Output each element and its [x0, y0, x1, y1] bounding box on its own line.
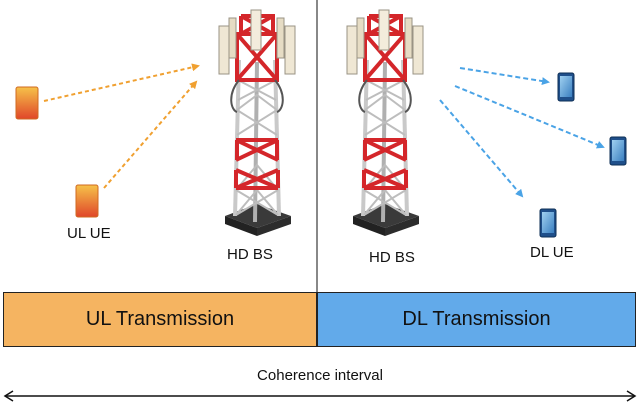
ul-phone-icon: [75, 184, 99, 218]
hd-bs-right-label: HD BS: [369, 249, 415, 266]
ul-transmission-bar: UL Transmission: [3, 292, 317, 347]
coherence-interval-label: Coherence interval: [257, 367, 383, 384]
dl-ue-label: DL UE: [530, 244, 574, 261]
ul-transmission-label: UL Transmission: [85, 308, 235, 330]
dl-transmission-label: DL Transmission: [402, 308, 551, 330]
dl-arrow: [439, 99, 524, 198]
ul-ue-label: UL UE: [67, 225, 111, 242]
hd-bs-left-label: HD BS: [227, 246, 273, 263]
base-station-tower-icon: [345, 8, 425, 238]
ul-arrow: [43, 63, 200, 102]
ul-arrow: [103, 80, 198, 189]
dl-phone-icon: [557, 72, 575, 102]
dl-arrow: [454, 85, 605, 149]
dl-arrow: [459, 67, 550, 86]
coherence-interval-arrow: [3, 390, 637, 402]
dl-phone-icon: [539, 208, 557, 238]
dl-phone-icon: [609, 136, 627, 166]
dl-transmission-bar: DL Transmission: [317, 292, 636, 347]
base-station-tower-icon: [217, 8, 297, 238]
ul-phone-icon: [15, 86, 39, 120]
